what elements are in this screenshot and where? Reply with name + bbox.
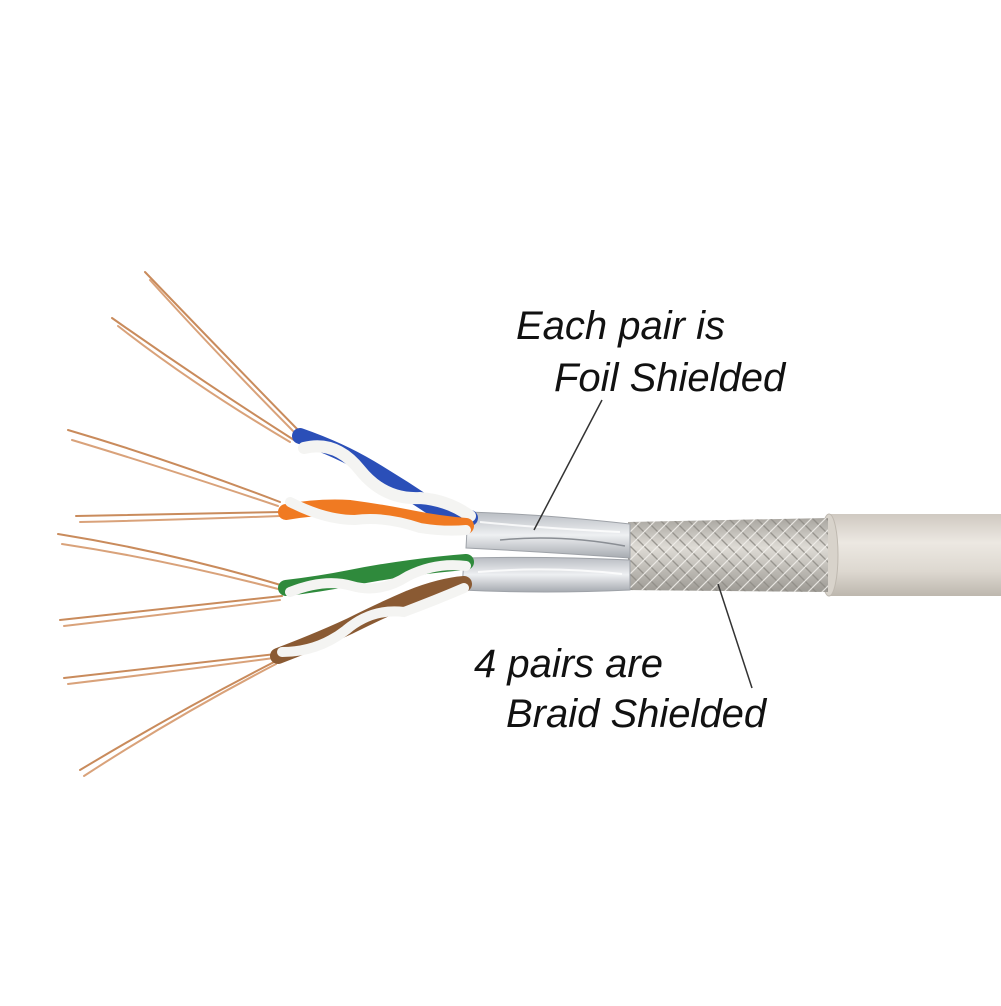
braid-shield — [628, 518, 828, 592]
blue-pair — [292, 428, 478, 526]
braid-label-line-2: Braid Shielded — [506, 692, 767, 736]
copper-strands — [57, 271, 301, 777]
foil-label-line-2: Foil Shielded — [554, 356, 786, 400]
foil-leader-line — [533, 399, 603, 531]
braid-leader-line — [717, 583, 753, 689]
orange-pair — [278, 497, 474, 536]
brown-pair — [270, 576, 472, 664]
green-pair — [278, 554, 474, 597]
braid-label-line-1: 4 pairs are — [474, 642, 663, 686]
outer-jacket — [819, 513, 1001, 597]
foil-shield-lower — [461, 556, 631, 593]
foil-label-line-1: Each pair is — [516, 304, 725, 348]
foil-shield-upper — [465, 511, 631, 559]
